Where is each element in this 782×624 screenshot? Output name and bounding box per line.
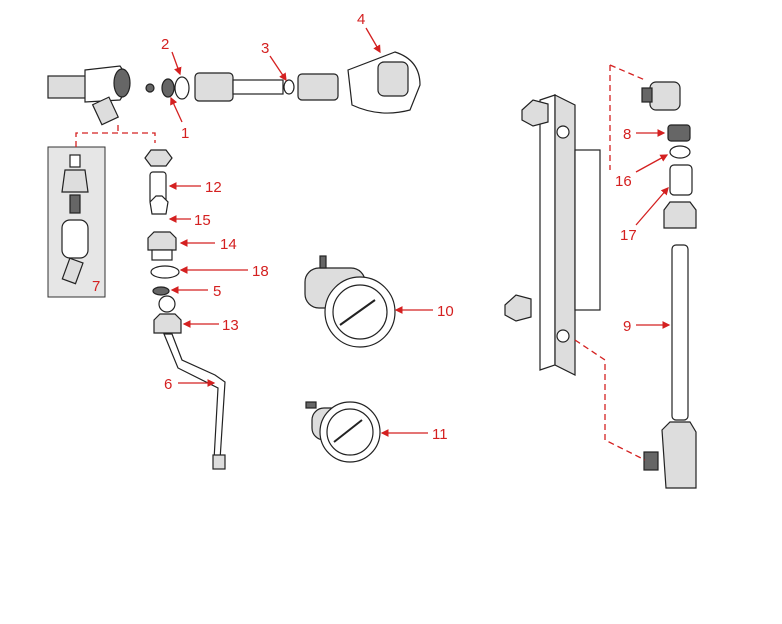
callout-15: 15 (168, 212, 211, 229)
callout-8: 8 (623, 126, 666, 143)
svg-text:3: 3 (261, 40, 269, 57)
callout-7: 7 (92, 278, 100, 295)
callout-17: 17 (620, 187, 669, 244)
sight-glass-bracket-part (504, 94, 601, 376)
svg-text:11: 11 (432, 426, 448, 443)
svg-text:14: 14 (220, 236, 237, 253)
valve-body-part (47, 65, 131, 126)
callout-4: 4 (357, 11, 381, 54)
svg-text:15: 15 (194, 212, 211, 229)
sight-glass-parts (641, 81, 697, 489)
callout-10: 10 (394, 303, 454, 320)
callout-3: 3 (261, 40, 287, 82)
svg-text:8: 8 (623, 126, 631, 143)
svg-text:12: 12 (205, 179, 222, 196)
svg-text:18: 18 (252, 263, 269, 280)
callout-9: 9 (623, 318, 671, 335)
callout-6: 6 (164, 376, 216, 393)
svg-text:9: 9 (623, 318, 631, 335)
svg-text:6: 6 (164, 376, 172, 393)
svg-text:16: 16 (615, 173, 632, 190)
gauge-11-part (305, 401, 381, 463)
svg-text:4: 4 (357, 11, 365, 28)
left-column-parts (144, 149, 226, 470)
callout-2: 2 (161, 36, 182, 76)
gauge-10-part (304, 255, 396, 348)
callout-13: 13 (182, 317, 239, 334)
svg-text:1: 1 (181, 125, 189, 142)
stem-assembly-parts (145, 51, 421, 114)
svg-text:2: 2 (161, 36, 169, 53)
callout-14: 14 (179, 236, 237, 253)
svg-text:13: 13 (222, 317, 239, 334)
callout-12: 12 (168, 179, 222, 196)
inset-part-7 (47, 146, 106, 298)
svg-text:10: 10 (437, 303, 454, 320)
svg-text:5: 5 (213, 283, 221, 300)
svg-text:17: 17 (620, 227, 637, 244)
inset-leader-line (75, 132, 156, 147)
callout-1: 1 (170, 96, 189, 142)
svg-text:7: 7 (92, 278, 100, 295)
callout-11: 11 (380, 426, 448, 443)
callout-16: 16 (615, 154, 669, 190)
callout-5: 5 (170, 283, 221, 300)
callout-18: 18 (179, 263, 269, 280)
